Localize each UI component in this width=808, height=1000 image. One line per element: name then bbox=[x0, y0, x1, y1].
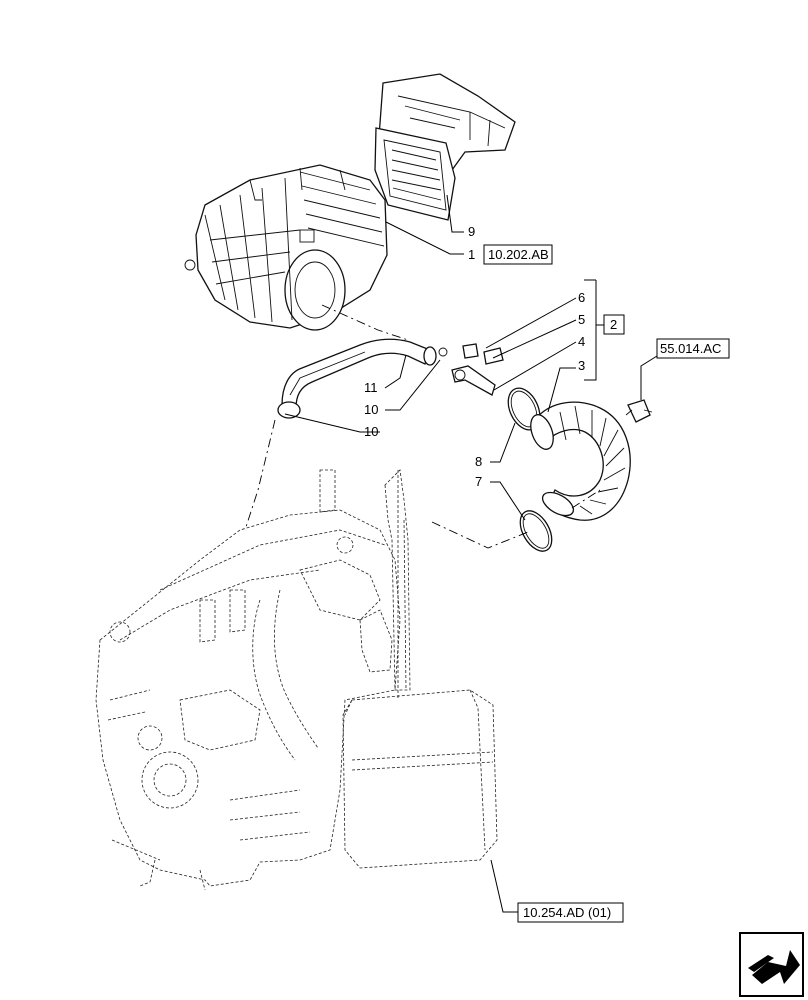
elbow-hose bbox=[530, 401, 631, 521]
ref-sensor[interactable]: 55.014.AC bbox=[656, 338, 730, 359]
intake-duct bbox=[374, 73, 516, 221]
center-lines bbox=[244, 304, 601, 549]
callout-2: 2 bbox=[610, 317, 617, 332]
callout-11: 11 bbox=[364, 380, 378, 395]
engine-block bbox=[95, 469, 401, 891]
callout-10-upper: 10 bbox=[364, 402, 378, 417]
callout-3: 3 bbox=[578, 358, 585, 373]
leader-lines bbox=[284, 194, 658, 913]
callout-5: 5 bbox=[578, 312, 585, 327]
callout-10-lower: 10 bbox=[364, 424, 378, 439]
item-2-box: 2 bbox=[603, 314, 625, 335]
ref-air-cleaner[interactable]: 10.202.AB bbox=[483, 244, 553, 265]
callout-4: 4 bbox=[578, 334, 585, 349]
ref-muffler-label[interactable]: 10.254.AD (01) bbox=[523, 905, 611, 920]
callout-labels: 9 1 6 5 4 3 11 10 10 8 7 bbox=[364, 224, 585, 489]
hose-fittings bbox=[451, 343, 504, 396]
ref-muffler[interactable]: 10.254.AD (01) bbox=[517, 902, 624, 923]
exhaust-pipe bbox=[384, 469, 411, 700]
next-page-arrow-icon[interactable] bbox=[739, 932, 804, 997]
callout-9: 9 bbox=[468, 224, 475, 239]
callout-8: 8 bbox=[475, 454, 482, 469]
ref-sensor-label[interactable]: 55.014.AC bbox=[660, 341, 721, 356]
breather-hose bbox=[277, 338, 448, 419]
ref-air-cleaner-label[interactable]: 10.202.AB bbox=[488, 247, 549, 262]
callout-7: 7 bbox=[475, 474, 482, 489]
clamp-7 bbox=[519, 510, 553, 552]
sensor bbox=[625, 399, 653, 423]
muffler bbox=[342, 689, 498, 869]
callout-6: 6 bbox=[578, 290, 585, 305]
callout-1: 1 bbox=[468, 247, 475, 262]
air-cleaner bbox=[184, 164, 388, 331]
